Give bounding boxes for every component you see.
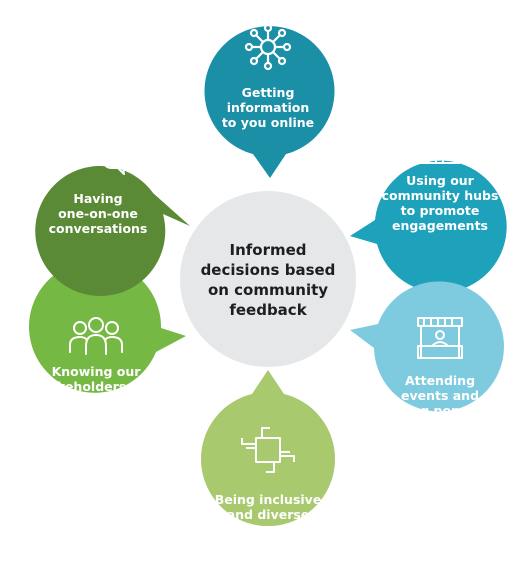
bubble-shape — [204, 26, 335, 178]
node-events — [350, 281, 504, 412]
node-conversations-label: Having one-on-one conversations — [48, 191, 148, 236]
bubble-shape — [201, 370, 336, 527]
market-stall-icon — [417, 317, 463, 359]
joined-hands-icon — [241, 427, 295, 473]
node-online-label: Getting information to you online — [221, 85, 315, 130]
node-inclusive — [201, 370, 336, 527]
bubble-shape — [35, 165, 190, 296]
network-icon — [244, 23, 292, 71]
node-stakeholders-label: Knowing our stakeholders and why they’re… — [35, 364, 157, 424]
center-label: Informed decisions based on community fe… — [200, 241, 336, 319]
chat-bubbles-icon — [73, 129, 129, 175]
bubble-shape — [29, 260, 186, 393]
node-stakeholders — [29, 260, 186, 393]
bubble-shape — [350, 160, 507, 293]
node-hubs — [350, 130, 507, 293]
node-inclusive-label: Being inclusive and diverse — [214, 492, 322, 522]
node-online — [204, 23, 335, 178]
people-group-icon — [69, 317, 123, 355]
community-hub-icon — [413, 130, 467, 164]
node-hubs-label: Using our community hubs to promote enga… — [381, 173, 499, 233]
node-conversations — [35, 129, 190, 296]
node-events-label: Attending events and doing pop-ups — [389, 373, 491, 418]
